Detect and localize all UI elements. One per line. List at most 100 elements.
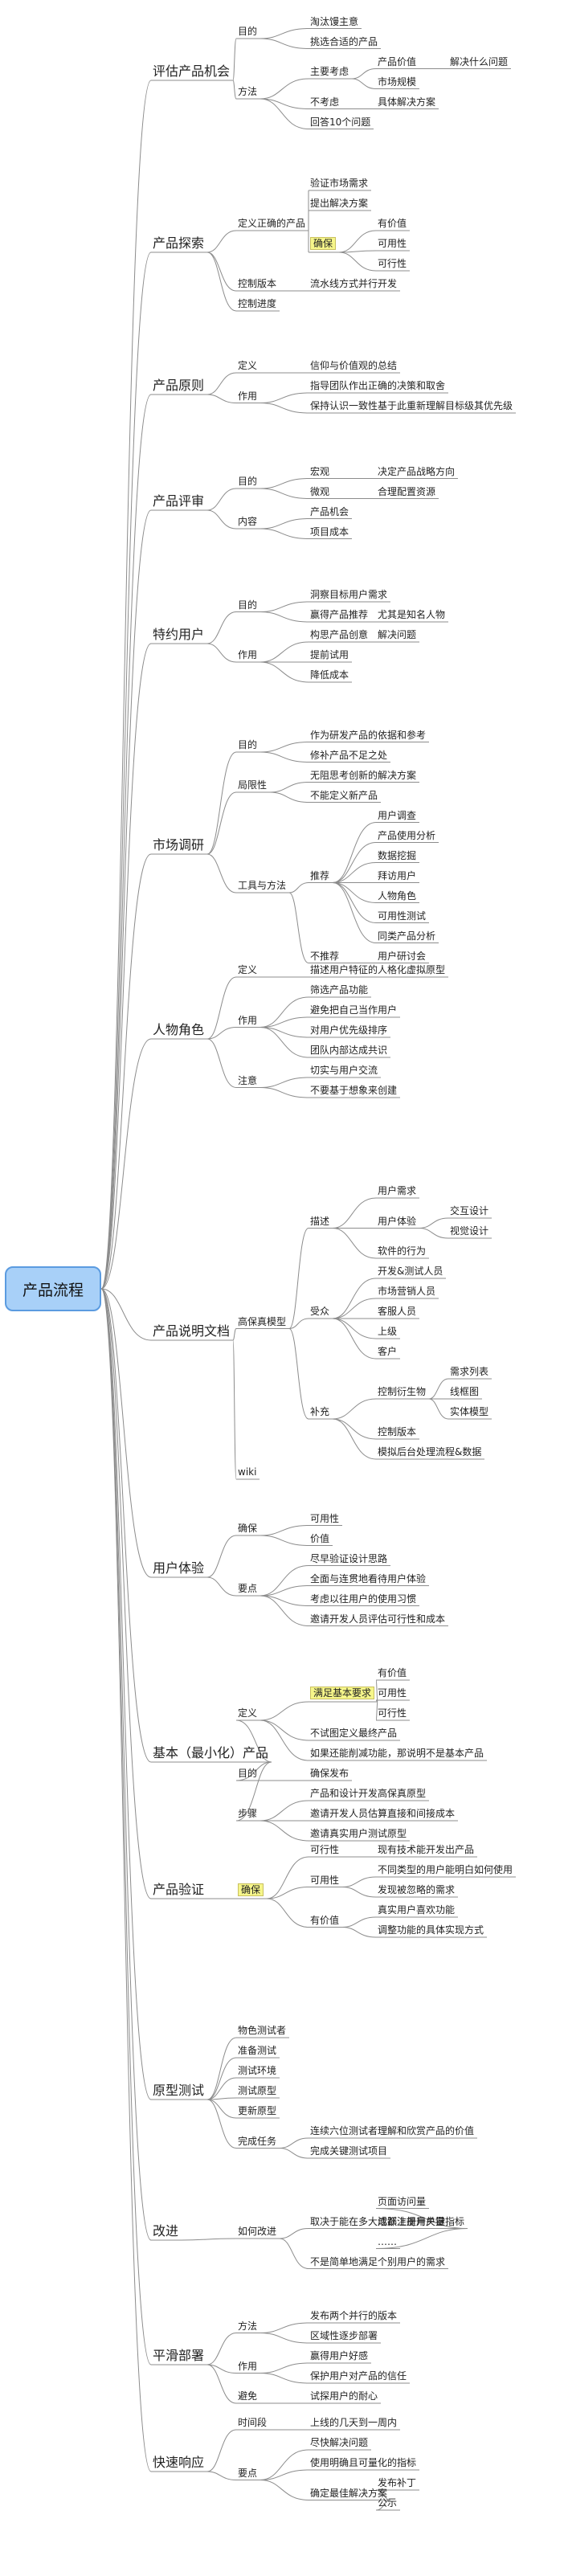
topic-node[interactable]: 确保 xyxy=(238,1883,264,1896)
topic-node[interactable]: 客服人员 xyxy=(378,1306,417,1317)
topic-node[interactable]: 调整功能的具体实现方式 xyxy=(378,1924,484,1936)
topic-node[interactable]: 描述用户特征的人格化虚拟原型 xyxy=(310,964,446,975)
topic-node[interactable]: 工具与方法 xyxy=(238,880,287,891)
topic-node[interactable]: …… xyxy=(378,2235,397,2247)
topic-node[interactable]: 宏观 xyxy=(310,465,330,477)
topic-node[interactable]: 构思产品创意 xyxy=(310,629,369,640)
topic-node[interactable]: 客户 xyxy=(378,1346,398,1357)
topic-node[interactable]: 对用户优先级排序 xyxy=(310,1024,388,1036)
topic-node[interactable]: 测试原型 xyxy=(238,2085,277,2096)
branch-node[interactable]: 产品原则 xyxy=(153,378,205,393)
topic-node[interactable]: 主要考虑 xyxy=(310,66,349,77)
topic-node[interactable]: 确保 xyxy=(310,237,337,250)
topic-node[interactable]: 线框图 xyxy=(450,1386,480,1397)
topic-node[interactable]: 控制进度 xyxy=(238,298,277,309)
topic-node[interactable]: 物色测试者 xyxy=(238,2025,287,2036)
topic-node[interactable]: 作用 xyxy=(238,649,258,660)
topic-node[interactable]: 开发&测试人员 xyxy=(378,1266,443,1277)
topic-node[interactable]: 不考虑 xyxy=(310,96,340,108)
topic-node[interactable]: 市场营销人员 xyxy=(378,1286,436,1297)
topic-node[interactable]: 受众 xyxy=(310,1306,330,1317)
topic-node[interactable]: 可用性 xyxy=(310,1874,340,1886)
topic-node[interactable]: 可行性 xyxy=(378,1707,407,1719)
topic-node[interactable]: 价值 xyxy=(310,1532,330,1544)
branch-node[interactable]: 原型测试 xyxy=(153,2083,205,2098)
topic-node[interactable]: 使用明确且可量化的指标 xyxy=(310,2457,417,2468)
topic-node[interactable]: 软件的行为 xyxy=(378,1245,427,1257)
topic-node[interactable]: 不要基于想象来创建 xyxy=(310,1085,398,1096)
topic-node[interactable]: 有价值 xyxy=(310,1914,340,1926)
topic-node[interactable]: 邀请开发人员评估可行性和成本 xyxy=(310,1613,446,1625)
topic-node[interactable]: 尤其是知名人物 xyxy=(378,609,446,620)
topic-node[interactable]: 不能定义新产品 xyxy=(310,789,378,801)
topic-node[interactable]: 内容 xyxy=(238,516,258,527)
topic-node[interactable]: 洞察目标用户需求 xyxy=(310,589,388,600)
topic-node[interactable]: 拜访用户 xyxy=(378,869,417,881)
topic-node[interactable]: 作用 xyxy=(238,1014,258,1026)
topic-node[interactable]: 验证市场需求 xyxy=(310,178,369,189)
topic-node[interactable]: 目的 xyxy=(238,476,258,487)
branch-node[interactable]: 用户体验 xyxy=(153,1560,205,1576)
topic-node[interactable]: 避免 xyxy=(238,2390,258,2402)
branch-node[interactable]: 评估产品机会 xyxy=(153,63,231,79)
topic-node[interactable]: 可用性 xyxy=(378,238,407,249)
topic-node[interactable]: 时间段 xyxy=(238,2417,268,2428)
topic-node[interactable]: 确保 xyxy=(238,1523,258,1534)
topic-node[interactable]: 人物角色 xyxy=(378,889,417,902)
topic-node[interactable]: 产品和设计开发高保真原型 xyxy=(310,1788,427,1799)
topic-node[interactable]: 上级 xyxy=(378,1326,398,1337)
topic-node[interactable]: 作用 xyxy=(238,2360,258,2372)
topic-node[interactable]: 可用性测试 xyxy=(378,910,427,922)
topic-node[interactable]: 控制衍生物 xyxy=(378,1386,427,1397)
topic-node[interactable]: 目的 xyxy=(238,739,258,750)
topic-node[interactable]: 要点 xyxy=(238,1583,258,1594)
topic-node[interactable]: 描述 xyxy=(310,1215,330,1227)
topic-node[interactable]: 不推荐 xyxy=(310,950,340,962)
topic-node[interactable]: 发现被忽略的需求 xyxy=(378,1884,456,1895)
topic-node[interactable]: 不试图定义最终产品 xyxy=(310,1728,398,1739)
topic-node[interactable]: 高保真模型 xyxy=(238,1315,287,1327)
topic-node[interactable]: 可用性 xyxy=(310,1512,340,1524)
branch-node[interactable]: 改进 xyxy=(153,2223,179,2239)
topic-node[interactable]: 数据挖掘 xyxy=(378,849,417,861)
topic-node[interactable]: 页面访问量 xyxy=(378,2195,427,2207)
topic-node[interactable]: 试探用户的耐心 xyxy=(310,2390,378,2402)
topic-node[interactable]: 取决于能在多大成都上提升关键指标 xyxy=(310,2215,465,2227)
topic-node[interactable]: 更新原型 xyxy=(238,2105,277,2116)
topic-node[interactable]: 指导团队作出正确的决策和取舍 xyxy=(310,380,446,391)
topic-node[interactable]: 作用 xyxy=(238,390,258,402)
topic-node[interactable]: 用户体验 xyxy=(378,1215,417,1227)
topic-node[interactable]: 用户研讨会 xyxy=(378,950,427,962)
topic-node[interactable]: 回答10个问题 xyxy=(310,116,371,128)
topic-node[interactable]: 可用性 xyxy=(378,1687,407,1699)
topic-node[interactable]: 准备测试 xyxy=(238,2045,277,2056)
topic-node[interactable]: 注意 xyxy=(238,1074,258,1086)
topic-node[interactable]: 补充 xyxy=(310,1406,330,1417)
topic-node[interactable]: 需求列表 xyxy=(450,1366,489,1377)
topic-node[interactable]: 信仰与价值观的总结 xyxy=(310,360,398,371)
topic-node[interactable]: 如果还能削减功能，那说明不是基本产品 xyxy=(310,1748,484,1759)
topic-node[interactable]: 确保发布 xyxy=(310,1768,349,1779)
topic-node[interactable]: 定义 xyxy=(238,360,258,371)
topic-node[interactable]: 完成关键测试项目 xyxy=(310,2145,388,2157)
topic-node[interactable]: 发布两个并行的版本 xyxy=(310,2310,398,2321)
topic-node[interactable]: 用户调查 xyxy=(378,809,417,821)
topic-node[interactable]: 定义 xyxy=(238,964,258,975)
topic-node[interactable]: 可行性 xyxy=(378,258,407,269)
topic-node[interactable]: 步骤 xyxy=(238,1808,258,1819)
topic-node[interactable]: 公示 xyxy=(378,2497,398,2509)
topic-node[interactable]: 上线的几天到一周内 xyxy=(310,2417,398,2428)
topic-node[interactable]: 筛选产品功能 xyxy=(310,984,369,996)
topic-node[interactable]: 淘汰馒主意 xyxy=(310,15,359,27)
topic-node[interactable]: 全面与连贯地看待用户体验 xyxy=(310,1572,427,1584)
topic-node[interactable]: 产品价值 xyxy=(378,55,417,67)
topic-node[interactable]: 定义正确的产品 xyxy=(238,218,306,229)
topic-node[interactable]: 解决问题 xyxy=(378,629,417,640)
topic-node[interactable]: 邀请开发人员估算直接和间接成本 xyxy=(310,1808,456,1819)
branch-node[interactable]: 市场调研 xyxy=(153,837,205,853)
topic-node[interactable]: 连续六位测试者理解和欣赏产品的价值 xyxy=(310,2125,475,2136)
topic-node[interactable]: wiki xyxy=(238,1466,257,1478)
topic-node[interactable]: 解决什么问题 xyxy=(450,55,509,67)
topic-node[interactable]: 尽早验证设计思路 xyxy=(310,1552,388,1564)
topic-node[interactable]: 尽快解决问题 xyxy=(310,2437,369,2448)
